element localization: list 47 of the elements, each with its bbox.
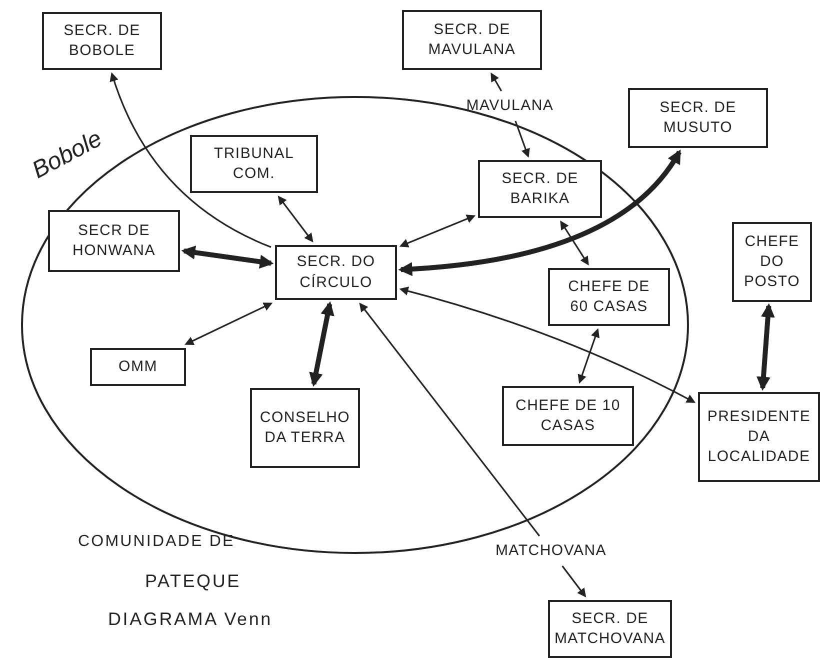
label-box	[90, 348, 186, 386]
box-label: SECR. DE BARIKA	[500, 168, 580, 209]
arrow	[181, 246, 274, 269]
arrow	[399, 286, 696, 403]
arrow	[562, 566, 586, 598]
label-box	[548, 268, 670, 326]
box-label: SECR. DE BOBOLE	[62, 20, 142, 61]
label-box	[402, 10, 542, 70]
place-label: MAVULANA	[466, 96, 554, 116]
label-box	[42, 12, 162, 70]
box-label: CHEFE DO POSTO	[743, 232, 801, 292]
caption-text: DIAGRAMA Venn	[108, 608, 272, 631]
box-label: SECR. DO CÍRCULO	[296, 252, 376, 292]
box-label: SECR. DE MATCHOVANA	[554, 608, 666, 649]
box-label: CHEFE DE 60 CASAS	[567, 276, 651, 317]
arrow	[110, 72, 272, 248]
place-label: MATCHOVANA	[495, 540, 607, 561]
box-label: OMM	[118, 356, 158, 377]
label-box	[548, 600, 672, 658]
arrow	[309, 301, 334, 387]
box-label: SECR. DE MUSUTO	[658, 98, 738, 138]
label-box	[190, 135, 318, 193]
arrow	[756, 303, 775, 391]
box-label: PRESIDENTE DA LOCALIDADE	[707, 406, 811, 468]
arrow	[184, 302, 273, 345]
arrow	[399, 214, 476, 248]
caption-text: PATEQUE	[145, 570, 241, 593]
arrow	[560, 220, 589, 266]
label-box	[698, 392, 820, 482]
label-box	[628, 88, 768, 148]
arrow	[490, 72, 502, 92]
box-label: SECR DE HONWANA	[71, 220, 157, 261]
label-box	[275, 245, 397, 300]
arrow	[398, 150, 682, 276]
label-box	[732, 222, 812, 302]
label-box	[250, 388, 360, 468]
arrow	[359, 302, 540, 536]
box-label: TRIBUNAL COM.	[212, 144, 296, 184]
label-box	[48, 210, 180, 272]
box-label: SECR. DE MAVULANA	[427, 20, 517, 60]
box-label: CHEFE DE 10 CASAS	[514, 396, 622, 436]
arrow	[514, 120, 530, 158]
arrow	[278, 196, 314, 242]
label-box	[502, 386, 634, 446]
box-label: CONSELHO DA TERRA	[260, 408, 350, 448]
arrow	[578, 328, 600, 384]
label-box	[478, 160, 602, 218]
